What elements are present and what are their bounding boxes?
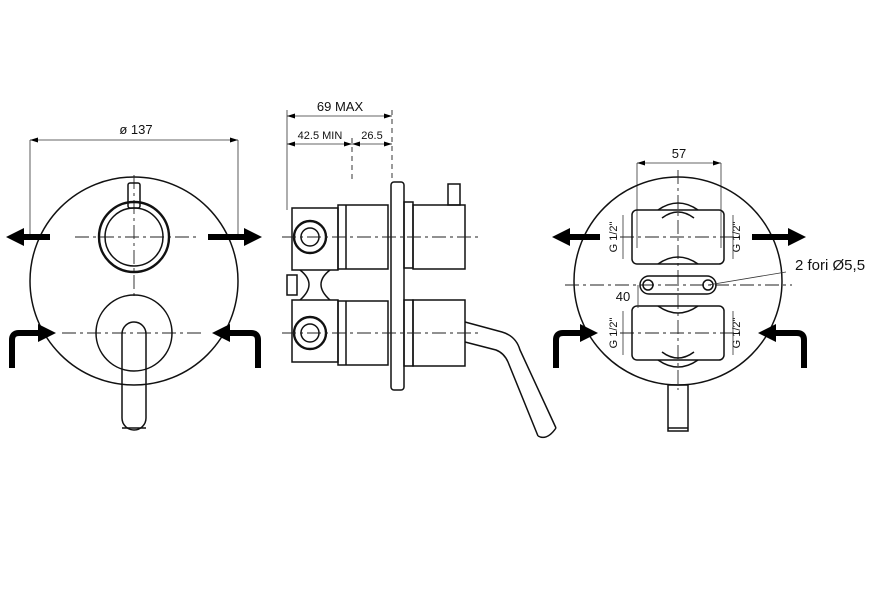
side-min-label: 42.5 MIN xyxy=(298,130,343,142)
side-view: 69 MAX 42.5 MIN 26.5 xyxy=(282,99,557,439)
embedded-valve-body xyxy=(286,204,389,366)
rear-inlet-arrow-right-icon xyxy=(758,324,807,368)
rear-spacing-label: 40 xyxy=(616,289,630,304)
side-adjust-label: 26.5 xyxy=(361,130,382,142)
holes-label: 2 fori Ø5,5 xyxy=(795,257,865,274)
front-diameter-label: ø 137 xyxy=(119,122,152,137)
rear-view: 57 G 1/2" G 1/2" G 1/2" G 1/2" xyxy=(552,146,865,432)
rear-valve-body xyxy=(631,202,725,368)
mixer-handle-side xyxy=(412,299,557,439)
thread-label-bottom-right: G 1/2" xyxy=(731,318,743,349)
rear-inlet-arrow-left-icon xyxy=(553,324,598,368)
side-min-dimension: 42.5 MIN 26.5 xyxy=(286,110,393,210)
diverter-knob-side xyxy=(412,183,466,270)
wall-plate xyxy=(390,181,414,391)
side-max-dimension: 69 MAX xyxy=(287,99,392,119)
rear-spacing-dimension: 40 xyxy=(616,285,639,308)
holes-note: 2 fori Ø5,5 xyxy=(707,257,865,286)
rear-width-dimension: 57 xyxy=(636,146,722,248)
thread-label-top-left: G 1/2" xyxy=(608,222,620,253)
rear-outlet-arrow-right-icon xyxy=(752,228,806,246)
outlet-arrow-left-icon xyxy=(6,228,50,246)
thread-label-bottom-left: G 1/2" xyxy=(608,318,620,349)
rear-width-label: 57 xyxy=(672,146,686,161)
side-max-label: 69 MAX xyxy=(317,99,364,114)
front-diameter-dimension: ø 137 xyxy=(29,122,239,240)
rear-outlet-arrow-left-icon xyxy=(552,228,600,246)
outlet-arrow-right-icon xyxy=(208,228,262,246)
thread-label-top-right: G 1/2" xyxy=(731,222,743,253)
rear-handle-stub xyxy=(667,384,689,432)
diverter-knob xyxy=(97,182,171,274)
front-view: ø 137 xyxy=(6,122,262,431)
inlet-arrow-right-icon xyxy=(212,324,261,368)
mixer-handle xyxy=(95,294,173,431)
inlet-arrow-left-icon xyxy=(9,324,56,368)
